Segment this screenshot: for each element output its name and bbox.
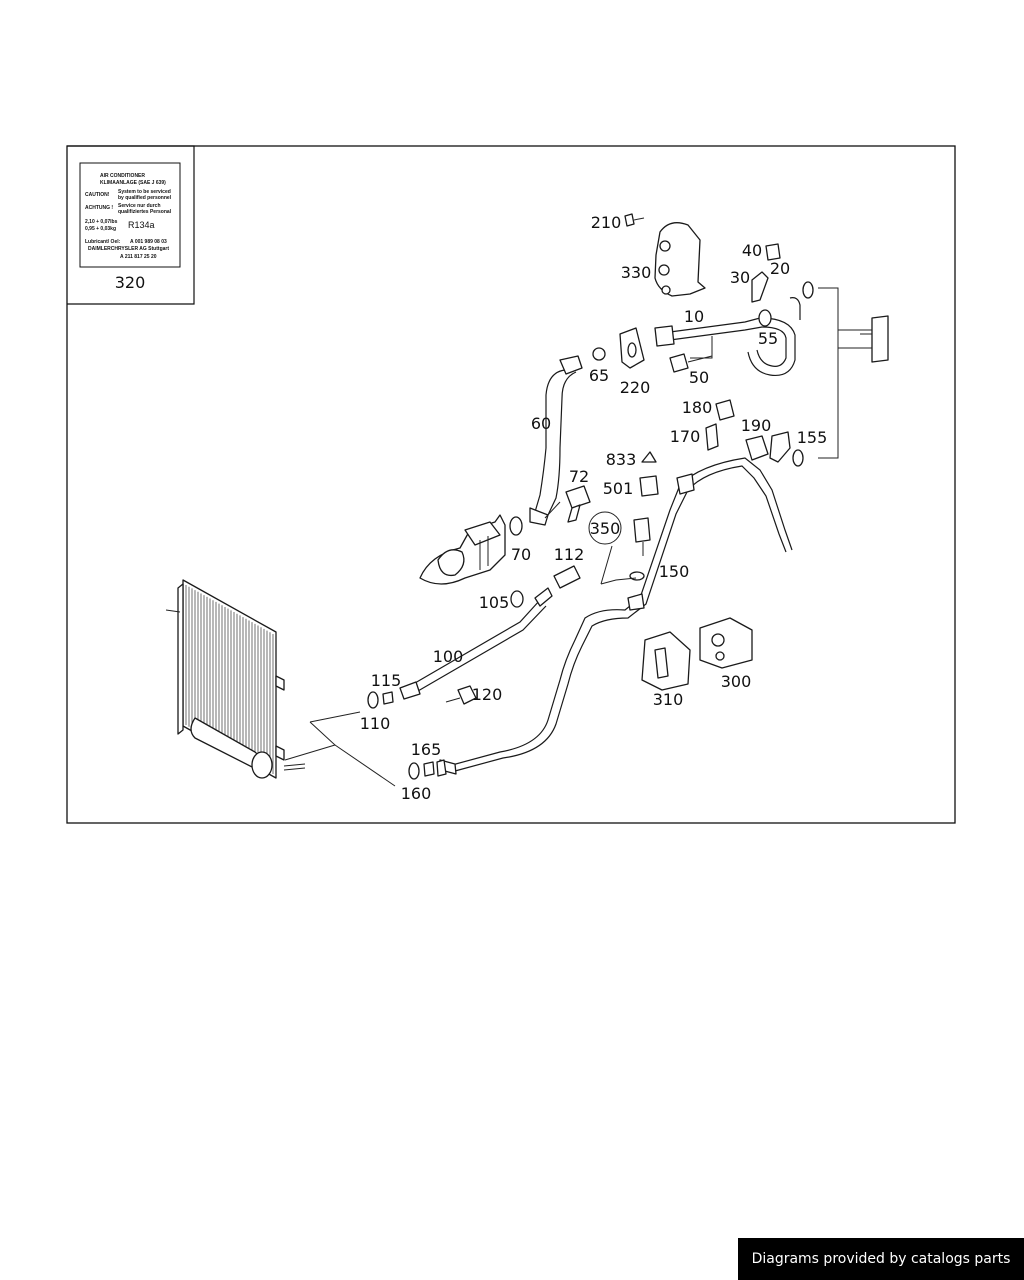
part-330-drawing: [654, 222, 706, 297]
ac-label-line1: AIR CONDITIONER: [100, 173, 145, 179]
part-220-drawing: [619, 327, 645, 369]
callout-320: 320: [115, 273, 146, 292]
label-box-320: AIR CONDITIONER KLIMAANLAGE (SAE J 639) …: [67, 145, 195, 305]
callout-350: 350: [590, 519, 621, 538]
ac-label-caution-text2: by qualified personnel: [118, 195, 172, 201]
callout-30: 30: [730, 268, 750, 287]
hose-60-drawing: [529, 355, 583, 526]
condenser-drawing: [165, 579, 306, 779]
callout-501: 501: [603, 479, 634, 498]
callout-170: 170: [670, 427, 701, 446]
compressor-drawing: [419, 514, 506, 585]
callout-220: 220: [620, 378, 651, 397]
diagram-frame: [66, 145, 956, 824]
ac-label-achtung-text1: Service nur durch: [118, 203, 161, 209]
callout-105: 105: [479, 593, 510, 612]
ac-label-achtung-text2: qualifiziertes Personal: [118, 209, 172, 215]
callout-180: 180: [682, 398, 713, 417]
callout-100: 100: [433, 647, 464, 666]
ac-label-line2: KLIMAANLAGE (SAE J 639): [100, 180, 166, 186]
callout-120: 120: [472, 685, 503, 704]
callout-155: 155: [797, 428, 828, 447]
callout-330: 330: [621, 263, 652, 282]
ac-label-caution-text1: System to be serviced: [118, 189, 171, 195]
ac-label-caution: CAUTION!: [85, 192, 110, 198]
callout-833: 833: [606, 450, 637, 469]
callout-110: 110: [360, 714, 391, 733]
ac-label-lubricant-value: A 001 989 08 03: [130, 239, 167, 245]
callout-65: 65: [589, 366, 609, 385]
hose-150-drawing: [439, 457, 793, 775]
callout-40: 40: [742, 241, 762, 260]
leader-lines: [284, 287, 872, 787]
callout-60: 60: [531, 414, 551, 433]
ac-label-partno: A 211 817 25 20: [120, 254, 157, 260]
callout-72: 72: [569, 467, 589, 486]
part-300-drawing: [699, 617, 753, 669]
callout-160: 160: [401, 784, 432, 803]
callout-numbers: 320 210 40 20 330 30 10 55 50 65 220 180…: [115, 213, 828, 803]
callout-115: 115: [371, 671, 402, 690]
callout-165: 165: [411, 740, 442, 759]
small-fittings: [367, 213, 889, 780]
callout-210: 210: [591, 213, 622, 232]
ac-label-maker: DAIMLERCHRYSLER AG Stuttgart: [88, 246, 169, 252]
hose-100-drawing: [399, 587, 553, 700]
ac-label-fill2: 0,95 + 0,03kg: [85, 226, 116, 232]
footer-attribution: Diagrams provided by catalogs parts: [738, 1238, 1024, 1280]
callout-112: 112: [554, 545, 585, 564]
callout-20: 20: [770, 259, 790, 278]
callout-70: 70: [511, 545, 531, 564]
ac-label-achtung: ACHTUNG !: [85, 205, 113, 211]
callout-150: 150: [659, 562, 690, 581]
callout-310: 310: [653, 690, 684, 709]
ac-label-fill1: 2,10 + 0,07lbs: [85, 219, 118, 225]
callout-10: 10: [684, 307, 704, 326]
ac-label-refrigerant: R134a: [128, 220, 155, 230]
callout-55: 55: [758, 329, 778, 348]
ac-label-lubricant-label: Lubricant/ Oel:: [85, 239, 121, 245]
hose-10-drawing: [654, 297, 801, 377]
callout-50: 50: [689, 368, 709, 387]
callout-300: 300: [721, 672, 752, 691]
footer-text: Diagrams provided by catalogs parts: [751, 1251, 1011, 1267]
part-310-drawing: [641, 631, 691, 691]
callout-190: 190: [741, 416, 772, 435]
